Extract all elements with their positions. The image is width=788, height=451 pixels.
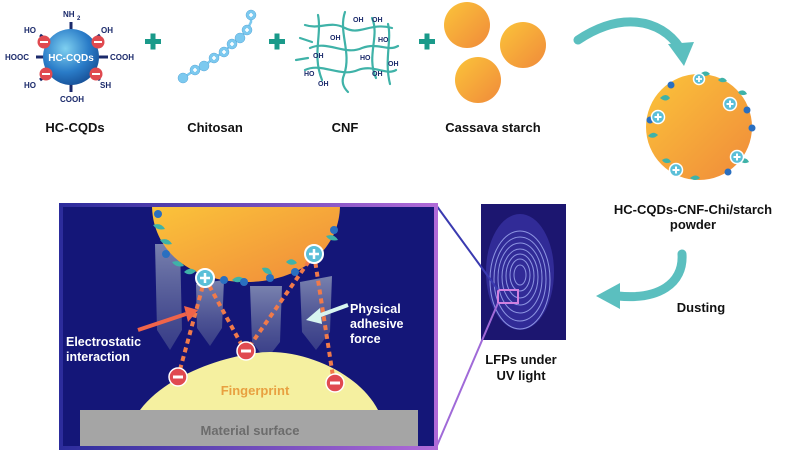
group-label: HO (378, 37, 389, 44)
electrostatic-label: Electrostatic interaction (66, 335, 142, 364)
plus-icon (419, 33, 435, 50)
group-label: HO (360, 55, 371, 62)
zoom-panel-frame (59, 203, 438, 450)
cqd-molecule: HC-CQDs NH 2 HO OH HOOC COOH HO SH COOH (5, 10, 134, 104)
curved-arrow-icon (573, 17, 685, 53)
fingerprint-photo (481, 204, 566, 340)
positive-charge-icon (195, 268, 215, 288)
zoom-region-marker (497, 289, 519, 304)
cqd-label: HC-CQDs (45, 120, 105, 135)
cnf-network: OH OH OH HO OH HO OH OH OH HO (294, 10, 400, 94)
group-label: 2 (77, 16, 81, 22)
zoom-connector-line (435, 204, 499, 291)
cnf-label: CNF (331, 120, 359, 135)
arrowhead-icon (668, 42, 694, 66)
group-label: OH (372, 71, 383, 78)
dusting-label: Dusting (676, 300, 726, 315)
group-label: NH (63, 10, 75, 19)
group-label: HOOC (5, 53, 29, 62)
arrowhead-icon (596, 283, 620, 309)
group-label: OH (388, 61, 399, 68)
positive-charge-icon (650, 109, 666, 125)
chitosan-label: Chitosan (187, 120, 243, 135)
composite-label: HC-CQDs-CNF-Chi/starch powder (613, 202, 773, 232)
group-label: HO (304, 71, 315, 78)
cqd-core (43, 29, 99, 85)
negative-charge-icon (168, 367, 188, 387)
plus-icon (269, 33, 285, 50)
composite-particle (646, 71, 756, 180)
positive-charge-icon (729, 149, 745, 165)
positive-charge-icon (304, 244, 324, 264)
chitosan-chain (177, 9, 257, 84)
curved-arrow-icon (613, 249, 687, 302)
group-label: OH (318, 81, 329, 88)
group-label: OH (372, 17, 383, 24)
pointer-arrow-icon (317, 303, 349, 318)
positive-charge-icon (722, 96, 738, 112)
adhesive-label: Physical adhesive force (350, 302, 404, 346)
negative-charge-icon (236, 341, 256, 361)
cqd-core-label: HC-CQDs (48, 53, 94, 64)
group-label: OH (353, 17, 364, 24)
material-surface (80, 410, 418, 446)
positive-charge-icon (692, 72, 706, 86)
surface-label: Material surface (200, 423, 300, 438)
group-label: COOH (110, 53, 134, 62)
positive-charge-icon (668, 162, 684, 178)
zoom-panel (61, 205, 436, 448)
starch-granules (444, 2, 546, 103)
group-label: OH (101, 26, 113, 35)
fingerprint-label: Fingerprint (220, 383, 290, 398)
negative-charge-icon (325, 373, 345, 393)
group-label: HO (24, 81, 36, 90)
fingerprint-ridge (140, 352, 378, 410)
pointer-arrow-icon (137, 312, 187, 332)
group-label: SH (100, 81, 111, 90)
group-label: HO (24, 26, 36, 35)
group-label: OH (313, 53, 324, 60)
group-label: OH (330, 35, 341, 42)
plus-icon (145, 33, 161, 50)
starch-label: Cassava starch (445, 120, 541, 135)
zoom-connector-line (435, 302, 499, 449)
group-label: COOH (60, 95, 84, 104)
fingerprint-photo-label: LFPs under UV light (485, 352, 557, 383)
